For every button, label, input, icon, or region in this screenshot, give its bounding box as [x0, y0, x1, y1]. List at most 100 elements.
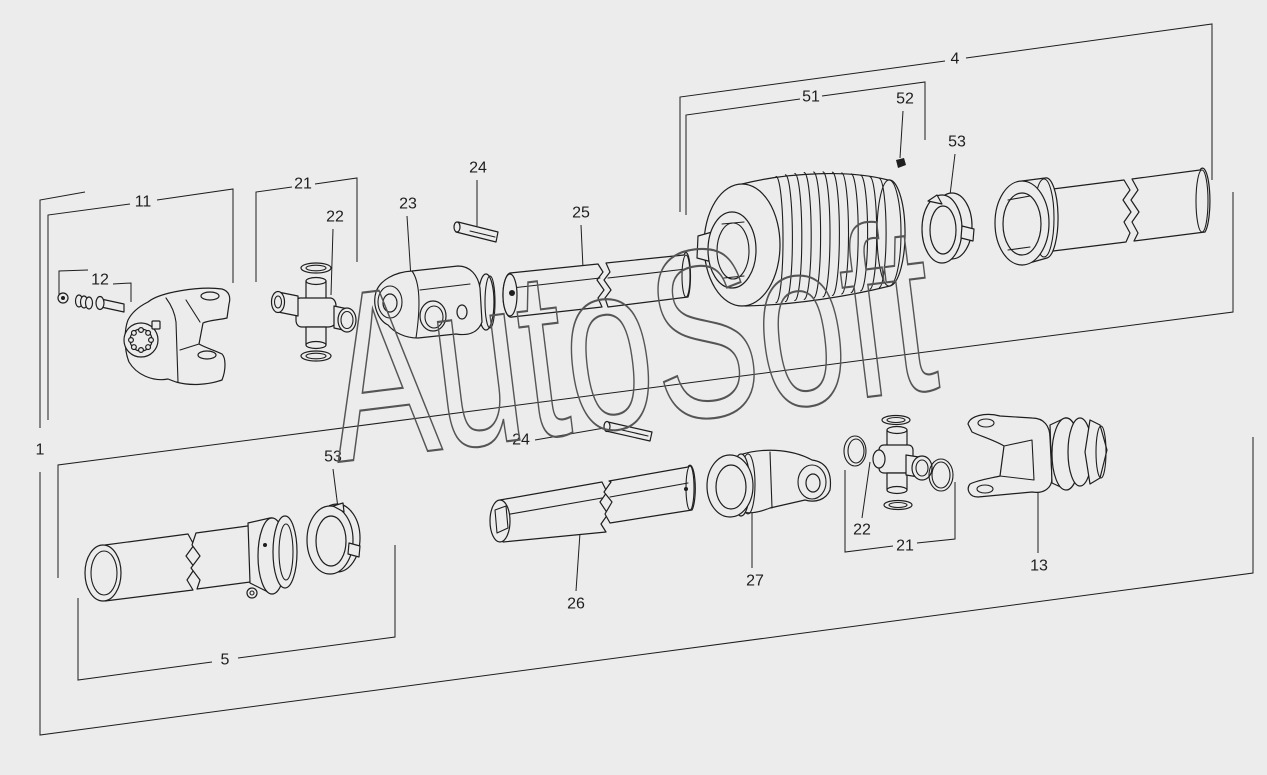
leader-22-top — [330, 228, 334, 296]
bracket-1-top — [39, 191, 86, 428]
part-21-22-cross-joint-bottom — [843, 414, 954, 511]
label-51: 51 — [802, 89, 820, 106]
part-27-tube-yoke-shape — [797, 464, 827, 500]
bellows-rib — [784, 174, 793, 303]
part-13-yoke-with-collar-shape — [999, 439, 1035, 481]
bracket-5-left — [77, 598, 213, 681]
leader-25 — [580, 224, 584, 269]
part-25-profile-tube-shape — [607, 268, 687, 279]
part-21-22-cross-joint-bottom-shape — [888, 501, 908, 509]
bracket-lines — [39, 23, 1254, 736]
part-53-bearing-ring-bottom — [306, 502, 361, 575]
bracket-5-right — [237, 545, 396, 659]
part-21-22-cross-joint-bottom-shape — [883, 499, 913, 511]
bracket-21-bottom-right — [916, 482, 956, 544]
bellows-rib — [831, 171, 840, 297]
label-24-mid: 24 — [512, 432, 530, 449]
label-53-top: 53 — [948, 134, 966, 151]
part-11-splined-yoke-shape — [138, 327, 145, 334]
part-11-splined-yoke-shape — [148, 337, 155, 344]
part-52-screw-shape — [896, 158, 906, 168]
part-26-profile-tube-shape — [494, 505, 509, 534]
label-26: 26 — [567, 596, 585, 613]
part-4-outer-guard-tube-shape — [1007, 246, 1031, 251]
part-5-inner-guard-tube — [84, 515, 298, 602]
leader-24-mid — [534, 426, 611, 441]
part-5-inner-guard-tube-shape — [84, 544, 122, 602]
part-13-yoke-with-collar-shape — [1095, 425, 1107, 479]
bracket-4-right — [965, 23, 1213, 180]
bellows-rib — [860, 174, 869, 292]
label-11: 11 — [135, 194, 152, 211]
bracket-21-top-right — [314, 177, 358, 262]
part-21-22-cross-joint-top-shape — [305, 352, 327, 360]
part-21-22-cross-joint-bottom-shape — [886, 425, 908, 435]
part-26-profile-tube-shape — [609, 482, 689, 498]
part-21-22-cross-joint-top-shape — [270, 290, 286, 314]
part-11-splined-yoke-shape — [145, 344, 152, 351]
part-23-tube-yoke-shape — [424, 305, 444, 329]
part-27-tube-yoke — [706, 449, 832, 518]
part-11-splined-yoke-shape — [165, 297, 179, 383]
part-23-tube-yoke-shape — [377, 285, 403, 319]
part-11-splined-yoke-shape — [130, 329, 137, 336]
part-21-22-cross-joint-bottom-shape — [886, 485, 908, 495]
part-26-profile-tube-shape — [603, 464, 696, 524]
part-4-outer-guard-tube-shape — [1195, 169, 1209, 233]
label-4: 4 — [951, 51, 960, 68]
label-24-top: 24 — [469, 160, 487, 177]
part-21-22-cross-joint-bottom-shape — [872, 449, 886, 469]
label-5: 5 — [221, 652, 230, 669]
part-11-splined-yoke-shape — [185, 299, 201, 323]
bracket-4-left — [679, 60, 946, 212]
part-51-bellows-guard-shape — [741, 173, 906, 307]
part-labels: 4 51 52 53 11 12 21 22 23 24 25 1 53 24 … — [36, 51, 1048, 669]
bellows-rib — [878, 177, 887, 289]
part-11-splined-yoke — [123, 287, 231, 386]
part-25-profile-tube-shape — [509, 290, 515, 296]
part-13-yoke-with-collar-shape — [967, 413, 1053, 498]
part-11-splined-yoke-shape — [200, 291, 220, 301]
part-25-profile-tube-shape — [681, 254, 691, 298]
label-22-top: 22 — [326, 209, 344, 226]
part-11-splined-yoke-shape — [151, 320, 161, 330]
part-21-22-cross-joint-bottom-shape — [847, 438, 865, 464]
part-52-screw — [896, 158, 906, 168]
part-53-bearing-ring-top — [921, 192, 975, 264]
part-12-fastener-set-shape — [95, 295, 105, 311]
part-24-roll-pin-top-shape — [469, 230, 496, 238]
part-21-22-cross-joint-top-shape — [305, 264, 327, 272]
part-53-bearing-ring-bottom-shape — [332, 502, 345, 513]
bellows-rib — [803, 172, 812, 300]
label-21-top: 21 — [294, 176, 312, 193]
part-11-splined-yoke-shape — [138, 347, 145, 354]
watermark-text: AutoSoft — [312, 174, 948, 514]
label-25: 25 — [572, 205, 590, 222]
part-4-outer-guard-tube-shape — [1130, 167, 1211, 242]
part-12-fastener-set-shape — [84, 296, 94, 310]
label-12: 12 — [91, 272, 109, 289]
part-23-tube-yoke-shape — [419, 283, 471, 291]
bellows-rib — [794, 172, 803, 302]
part-11-splined-yoke-shape — [130, 344, 137, 351]
leader-53-bottom — [332, 468, 339, 509]
part-53-bearing-ring-bottom-shape — [347, 542, 361, 558]
part-13-yoke-with-collar-shape — [977, 418, 995, 428]
part-21-22-cross-joint-bottom-shape — [928, 458, 954, 492]
bellows-ribs — [775, 171, 887, 304]
part-25-profile-tube — [502, 251, 692, 318]
part-4-outer-guard-tube-shape — [1044, 179, 1132, 253]
part-21-22-cross-joint-bottom-shape — [931, 461, 951, 489]
part-4-outer-guard-tube-shape — [1002, 192, 1042, 256]
label-13: 13 — [1030, 558, 1048, 575]
label-21-bottom: 21 — [896, 538, 914, 555]
part-23-tube-yoke-shape — [382, 293, 398, 313]
label-53-bottom: 53 — [324, 449, 342, 466]
part-27-tube-yoke-shape — [769, 451, 773, 509]
part-23-tube-yoke — [374, 265, 496, 339]
part-21-22-cross-joint-top-shape — [305, 276, 327, 286]
leader-26 — [575, 532, 581, 592]
part-53-bearing-ring-bottom-shape — [315, 515, 347, 567]
leader-52 — [899, 110, 904, 159]
part-12-fastener-set — [57, 292, 125, 313]
